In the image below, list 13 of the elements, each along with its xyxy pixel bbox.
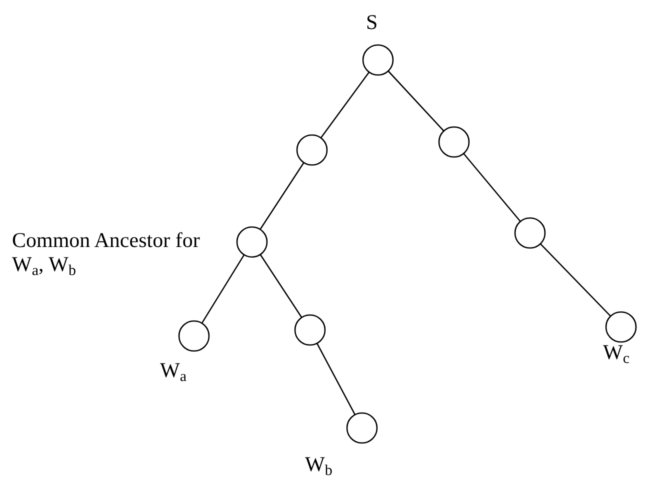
tree-edge: [463, 153, 521, 222]
node-caption: W$_{b}$: [305, 452, 334, 481]
node-caption: S: [366, 10, 379, 34]
node-caption: Common Ancestor for W$_{a}$, W$_{b}$: [12, 228, 201, 281]
tree-edge: [260, 162, 304, 230]
tree-edge: [320, 72, 370, 138]
tree-edge: [388, 70, 444, 132]
tree-edge: [540, 243, 612, 317]
tree-edge: [316, 343, 356, 415]
node-caption: W$_{c}$: [603, 340, 630, 369]
tree-edge: [201, 254, 245, 324]
tree-edge: [260, 254, 302, 318]
node-caption: W$_{a}$: [160, 358, 188, 387]
